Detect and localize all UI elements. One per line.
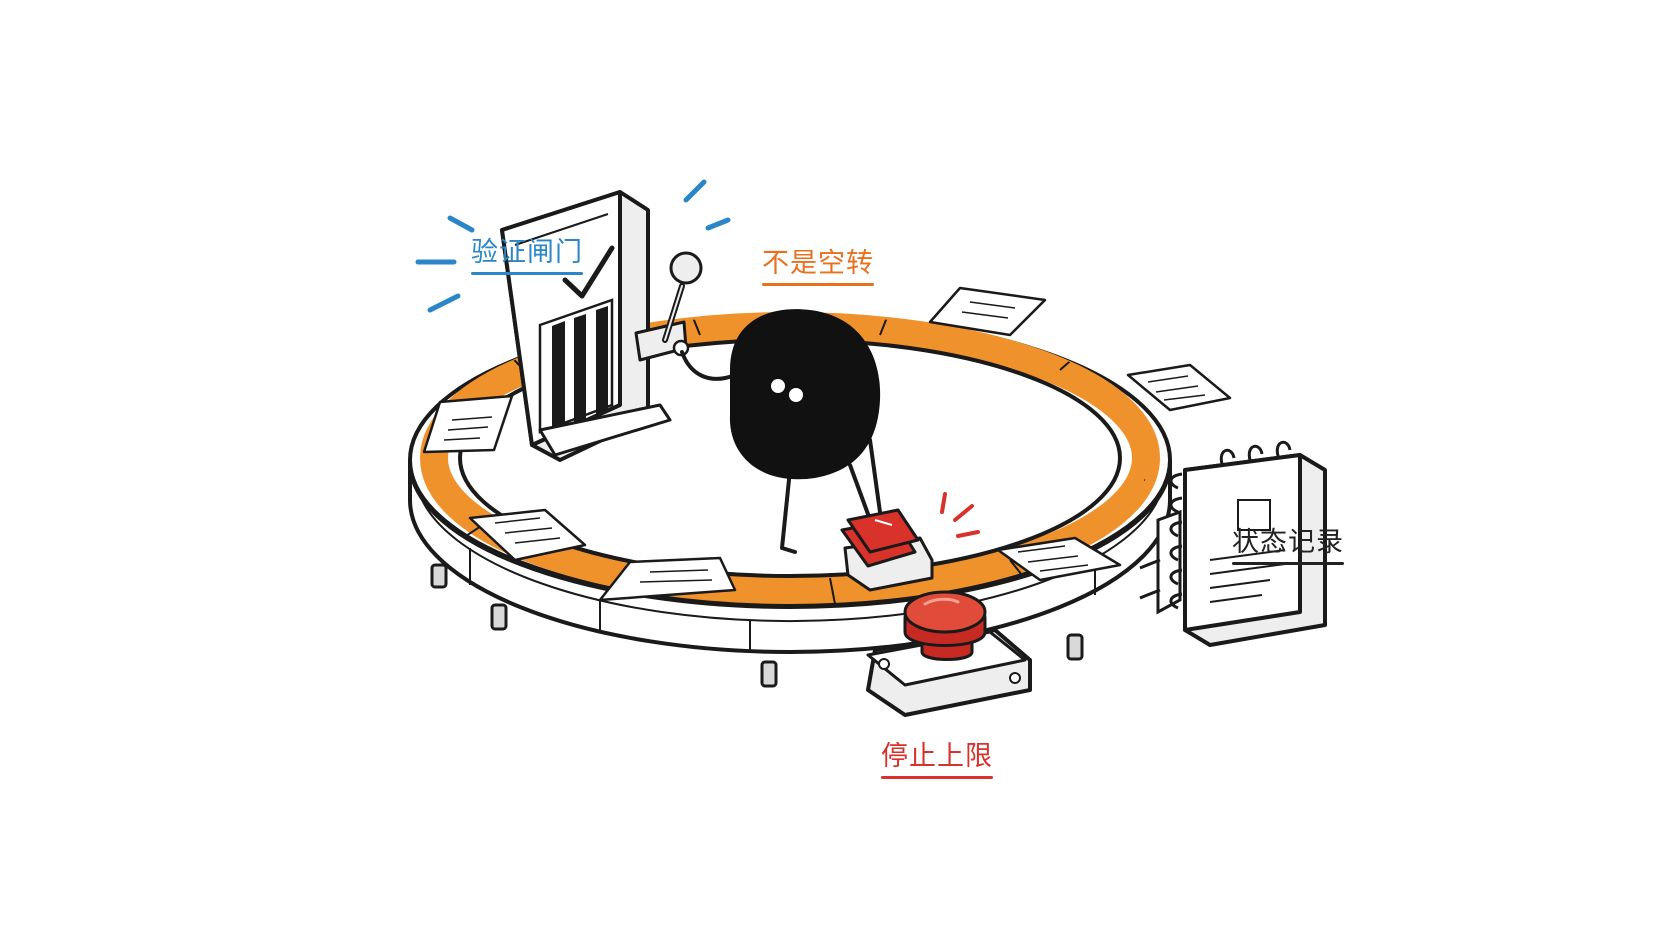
- validation-gate-icon: [415, 179, 731, 462]
- lever-icon: [634, 251, 703, 362]
- paper-sheet-icon: [996, 536, 1122, 582]
- red-pedal-icon: [840, 492, 980, 592]
- label-stop-limit: 停止上限: [881, 741, 993, 779]
- paper-sheet-icon: [598, 556, 737, 602]
- stop-button-icon: [866, 590, 1032, 717]
- check-mark-icon: [562, 245, 615, 299]
- spiral-notebook-icon: [1139, 440, 1327, 647]
- blob-character-icon: [680, 309, 882, 554]
- label-state-record: 状态记录: [1232, 527, 1344, 565]
- label-validation-gate: 验证闸门: [471, 237, 583, 275]
- paper-sheets: [422, 286, 1232, 602]
- conveyor-legs: [430, 563, 1084, 688]
- paper-sheet-icon: [1126, 363, 1232, 412]
- paper-sheet-icon: [468, 508, 587, 562]
- label-not-idle: 不是空转: [762, 248, 874, 286]
- paper-sheet-icon: [422, 394, 514, 454]
- paper-sheet-icon: [928, 286, 1047, 337]
